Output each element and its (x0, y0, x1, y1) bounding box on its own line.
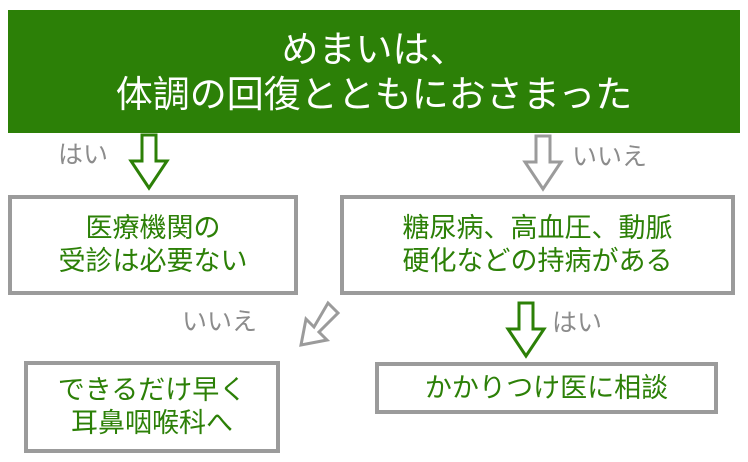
down-arrow-icon (128, 133, 170, 195)
header-line-1: めまいは、 (281, 27, 467, 71)
node-line: 糖尿病、高血圧、動脈 (402, 213, 673, 244)
header-banner: めまいは、 体調の回復とともにおさまった (8, 10, 740, 133)
branch-label-yes-mid: はい (552, 308, 603, 337)
down-left-arrow-icon (285, 300, 341, 356)
down-arrow-icon (522, 134, 564, 196)
node-line: 受診は必要ない (58, 246, 248, 277)
node-line: 硬化などの持病がある (402, 246, 673, 277)
node-line: 医療機関の (85, 213, 221, 244)
node-line: かかりつけ医に相談 (424, 372, 669, 404)
node-go-to-ent-clinic: できるだけ早く 耳鼻咽喉科へ (24, 361, 280, 453)
node-line: できるだけ早く (57, 375, 247, 406)
node-chronic-disease-question: 糖尿病、高血圧、動脈 硬化などの持病がある (340, 195, 735, 295)
branch-label-no-mid: いいえ (182, 307, 258, 336)
branch-label-no-top: いいえ (572, 142, 648, 171)
branch-label-yes-top: はい (58, 140, 109, 169)
node-line: 耳鼻咽喉科へ (71, 408, 233, 439)
node-consult-family-doctor: かかりつけ医に相談 (375, 362, 718, 414)
node-no-medical-visit-needed: 医療機関の 受診は必要ない (8, 195, 298, 295)
down-arrow-icon (505, 301, 547, 363)
header-line-2: 体調の回復とともにおさまった (115, 72, 633, 116)
